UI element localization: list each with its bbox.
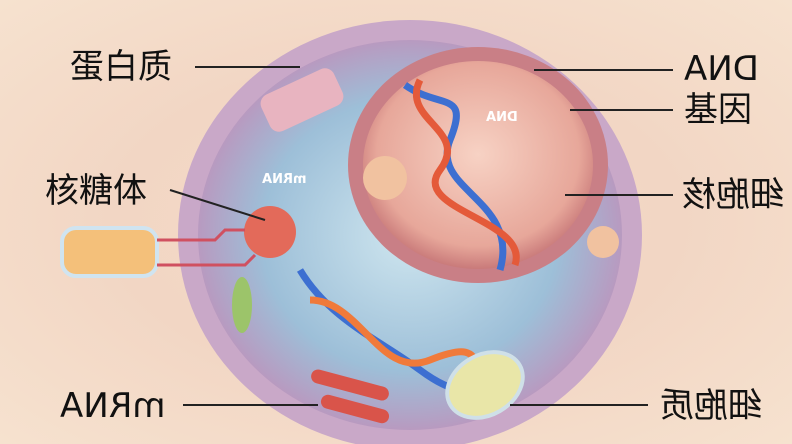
dna-helix-strand-2: [412, 78, 520, 267]
green-organelle: [232, 277, 252, 333]
inner-label-dna-text: DNA: [486, 110, 518, 125]
protein-cluster: [260, 68, 344, 132]
inner-label-mrna: mRNA: [262, 172, 307, 187]
mitochondrion-1: [311, 369, 389, 401]
label-mrna-text: mRNA: [60, 386, 166, 426]
label-gene: 基因: [684, 90, 752, 130]
ribosome: [244, 206, 296, 258]
spiral-organelle-right: [587, 226, 619, 258]
inner-label-mrna-text: mRNA: [262, 172, 307, 187]
label-protein: 蛋白质: [70, 47, 172, 87]
label-leader-lines: [169, 66, 673, 406]
label-mrna: mRNA: [60, 386, 166, 426]
label-dna-text: DNA: [684, 49, 759, 89]
label-cytoplasm-text: 细胞质: [660, 386, 762, 426]
vesicle-left: [60, 226, 159, 278]
spiral-organelle: [363, 156, 407, 200]
inner-label-dna: DNA: [486, 110, 518, 125]
label-dna: DNA: [684, 49, 759, 89]
connector-lines: [157, 228, 257, 267]
vesicle-bottom: [445, 350, 525, 420]
label-cytoplasm: 细胞质: [660, 386, 762, 426]
label-ribosome: 核糖体: [45, 171, 147, 211]
mitochondrion-2: [320, 394, 390, 424]
label-nucleus: 细胞核: [682, 175, 784, 215]
label-nucleus-text: 细胞核: [682, 175, 784, 215]
